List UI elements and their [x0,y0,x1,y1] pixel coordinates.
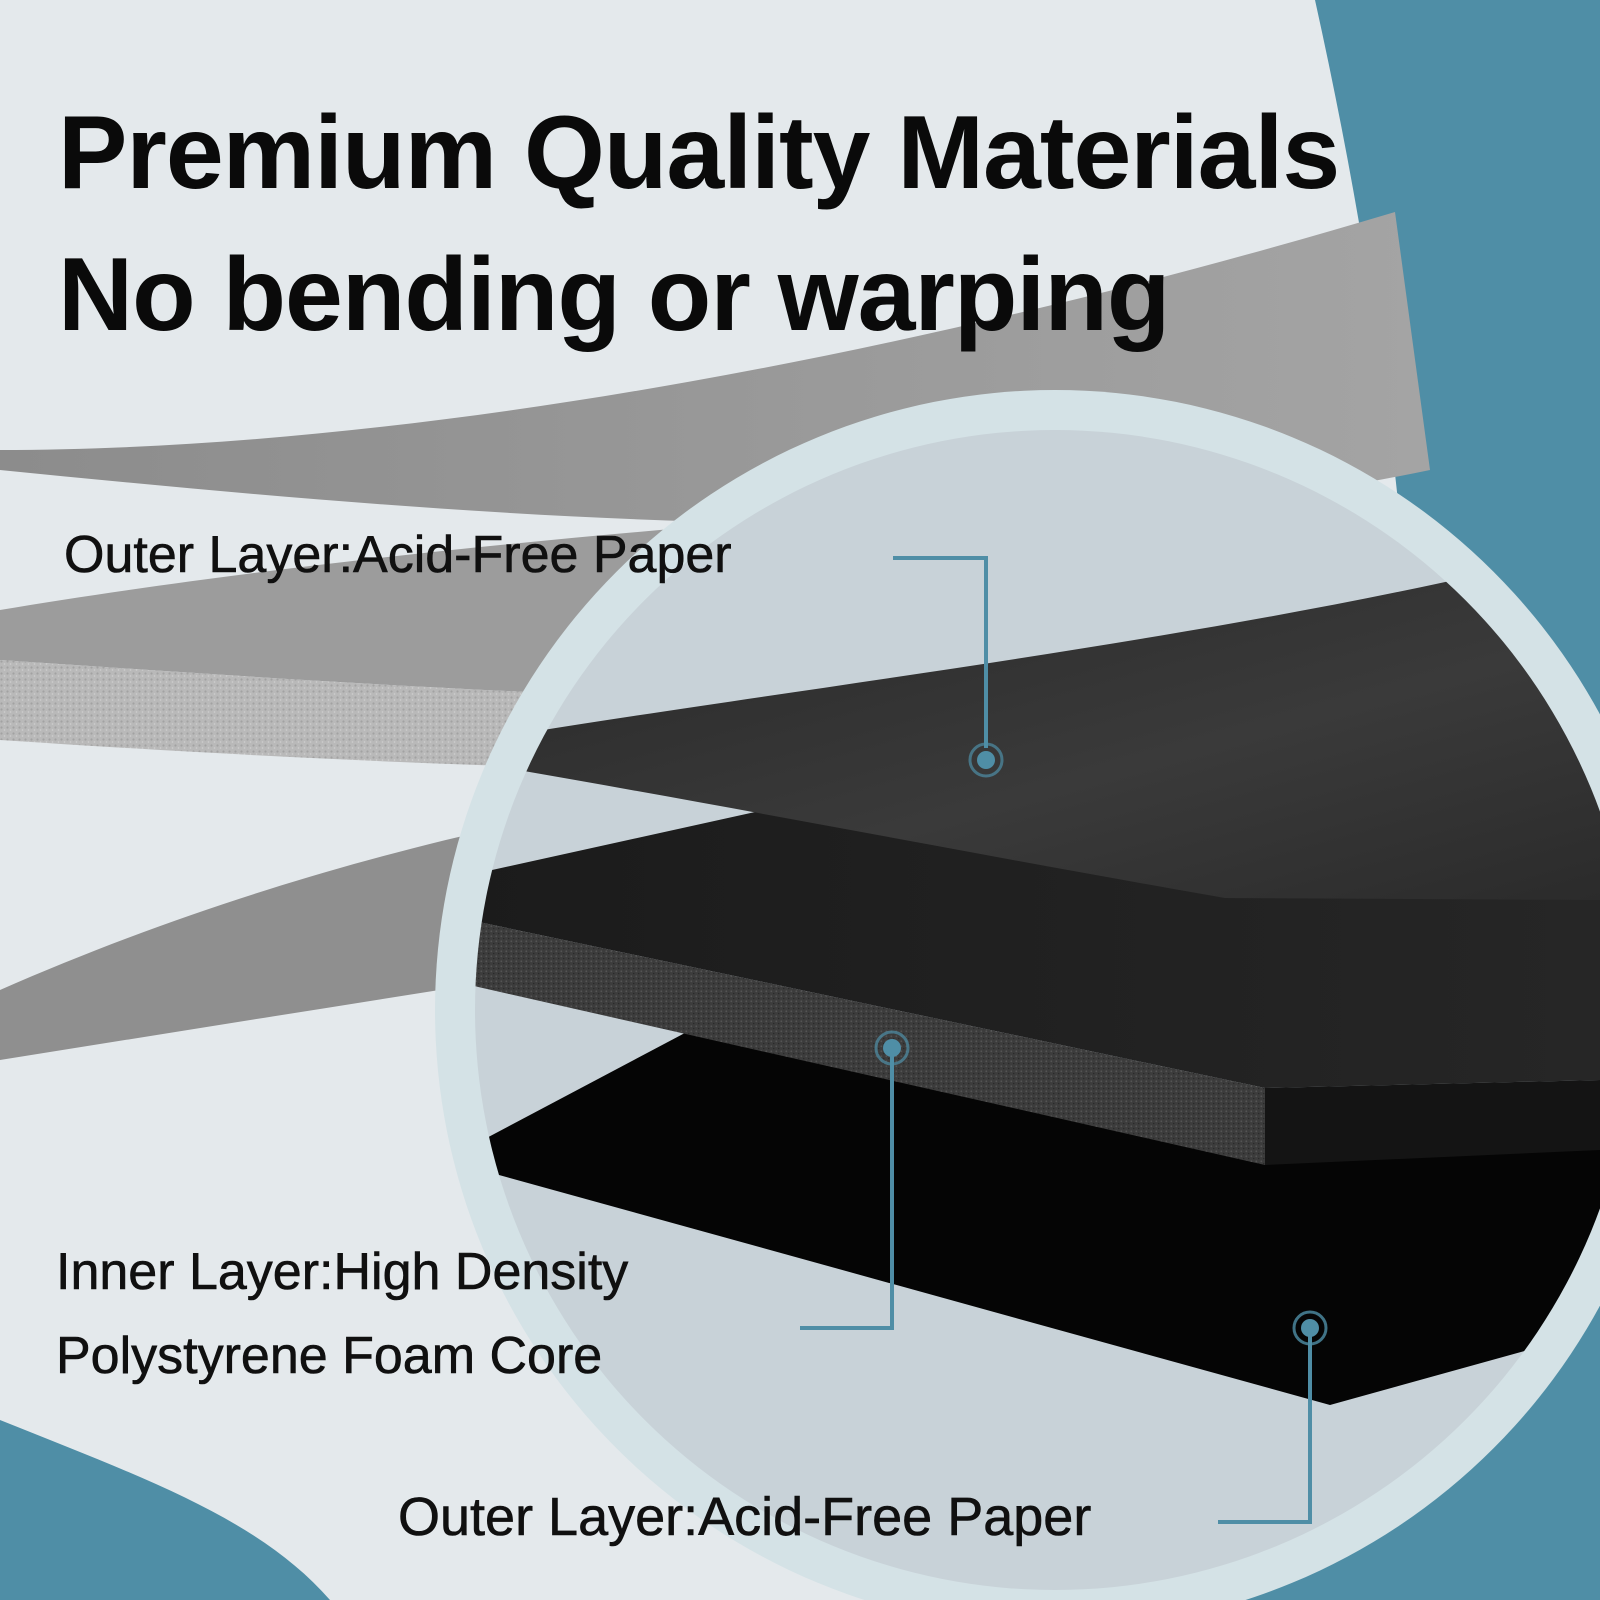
headline-line-2: No bending or warping [58,237,1170,353]
teal-corner-bottom-left [0,1420,330,1600]
callout-label-inner-line-1: Inner Layer:High Density [56,1243,629,1302]
callout-dot-icon [1292,1310,1328,1346]
callout-dot-icon [968,742,1004,778]
callout-lines [800,556,1312,1524]
callout-label-inner: Inner Layer:High Density Polystyrene Foa… [56,1230,629,1398]
callout-line-outer-bottom [1218,1328,1312,1524]
headline-line-1: Premium Quality Materials [58,95,1340,211]
callout-label-outer-bottom: Outer Layer:Acid-Free Paper [398,1487,1092,1548]
headline: Premium Quality Materials No bending or … [58,82,1340,366]
callout-line-outer-top [893,556,988,748]
top-paper-sheet [475,570,1600,900]
foam-core-edge [475,898,1265,1165]
callout-dot-icon [874,1030,910,1066]
foam-core-side [1265,1080,1600,1165]
callout-label-inner-line-2: Polystyrene Foam Core [56,1327,603,1386]
callout-line-inner [800,1048,894,1330]
callout-label-outer-top: Outer Layer:Acid-Free Paper [64,526,732,585]
